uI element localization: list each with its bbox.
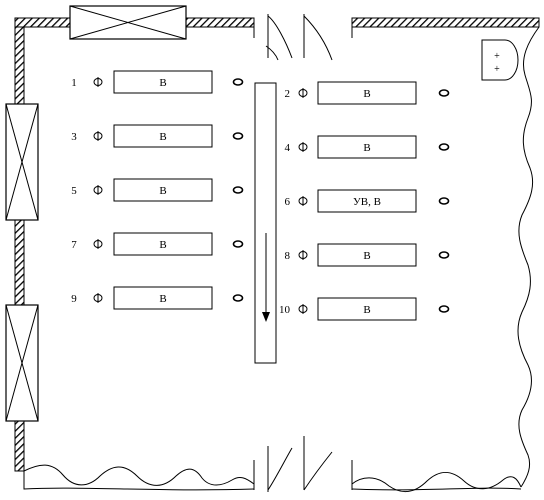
- socket-icon: [93, 239, 103, 249]
- workbench-box: [317, 189, 417, 213]
- socket-icon: [298, 196, 308, 206]
- workbench-label: В: [363, 250, 370, 262]
- socket-icon: [93, 293, 103, 303]
- lamp-icon: [438, 197, 450, 205]
- workbench-label: В: [159, 293, 166, 305]
- left-wall-bottom: [14, 420, 25, 472]
- station-number: 2: [285, 88, 291, 100]
- top-wall-left: [14, 17, 73, 28]
- panel-outline: [481, 39, 519, 81]
- left-wall-middle: [14, 219, 25, 306]
- lamp-icon: [438, 143, 450, 151]
- windows: [5, 5, 187, 422]
- station-number: 4: [285, 142, 291, 154]
- panel-mark-1: +: [494, 51, 500, 62]
- top-wall-middle: [185, 17, 255, 28]
- socket-icon: [298, 142, 308, 152]
- station-number: 10: [279, 304, 291, 316]
- workbench-box: [113, 232, 213, 256]
- workbench-box: [317, 297, 417, 321]
- lamp-icon: [232, 132, 244, 140]
- lamp-icon: [232, 186, 244, 194]
- lamp-icon: [438, 89, 450, 97]
- station-10: 10 В: [279, 297, 450, 321]
- window-top: [69, 5, 187, 40]
- workbench-label: В: [159, 239, 166, 251]
- lamp-icon: [438, 305, 450, 313]
- workbench-box: [113, 178, 213, 202]
- workbench-box: [317, 135, 417, 159]
- panel-mark-2: +: [494, 64, 500, 75]
- socket-icon: [298, 88, 308, 98]
- electrical-panel: + +: [481, 39, 519, 81]
- workbench-box: [317, 81, 417, 105]
- lamp-icon: [232, 294, 244, 302]
- station-number: 9: [71, 293, 77, 305]
- station-number: 6: [285, 196, 291, 208]
- right-curtain-edge: [517, 26, 540, 488]
- station-number: 5: [71, 185, 77, 197]
- door-top: [253, 14, 353, 61]
- station-number: 1: [71, 77, 77, 89]
- workbench-box: [113, 70, 213, 94]
- socket-icon: [93, 185, 103, 195]
- window-left-lower: [5, 304, 39, 422]
- workbench-label: В: [159, 185, 166, 197]
- workbench-box: [113, 124, 213, 148]
- socket-icon: [298, 304, 308, 314]
- left-wall-top: [14, 26, 25, 105]
- workbench-label: В: [159, 77, 166, 89]
- workbench-box: [113, 286, 213, 310]
- lamp-icon: [438, 251, 450, 259]
- socket-icon: [93, 131, 103, 141]
- lamp-icon: [232, 240, 244, 248]
- workbench-label: В: [363, 304, 370, 316]
- station-number: 8: [285, 250, 291, 262]
- workbench-box: [317, 243, 417, 267]
- door-bottom: [253, 436, 353, 492]
- top-wall-right: [351, 17, 540, 28]
- flow-arrow-icon: [262, 312, 270, 322]
- walls: [14, 17, 540, 472]
- bottom-curtain-edge: [23, 464, 522, 493]
- bottom-curtain-base: [23, 471, 522, 491]
- window-left-upper: [5, 103, 39, 221]
- workbench-label: УВ, В: [353, 196, 381, 208]
- station-number: 3: [71, 131, 77, 143]
- workbench-label: В: [363, 88, 370, 100]
- station-6: 6 УВ, В: [285, 189, 450, 213]
- workbench-label: В: [363, 142, 370, 154]
- socket-icon: [93, 77, 103, 87]
- curtain-edges: [23, 26, 540, 493]
- station-number: 7: [71, 239, 77, 251]
- workbench-label: В: [159, 131, 166, 143]
- central-conveyor: [254, 82, 277, 364]
- socket-icon: [298, 250, 308, 260]
- lamp-icon: [232, 78, 244, 86]
